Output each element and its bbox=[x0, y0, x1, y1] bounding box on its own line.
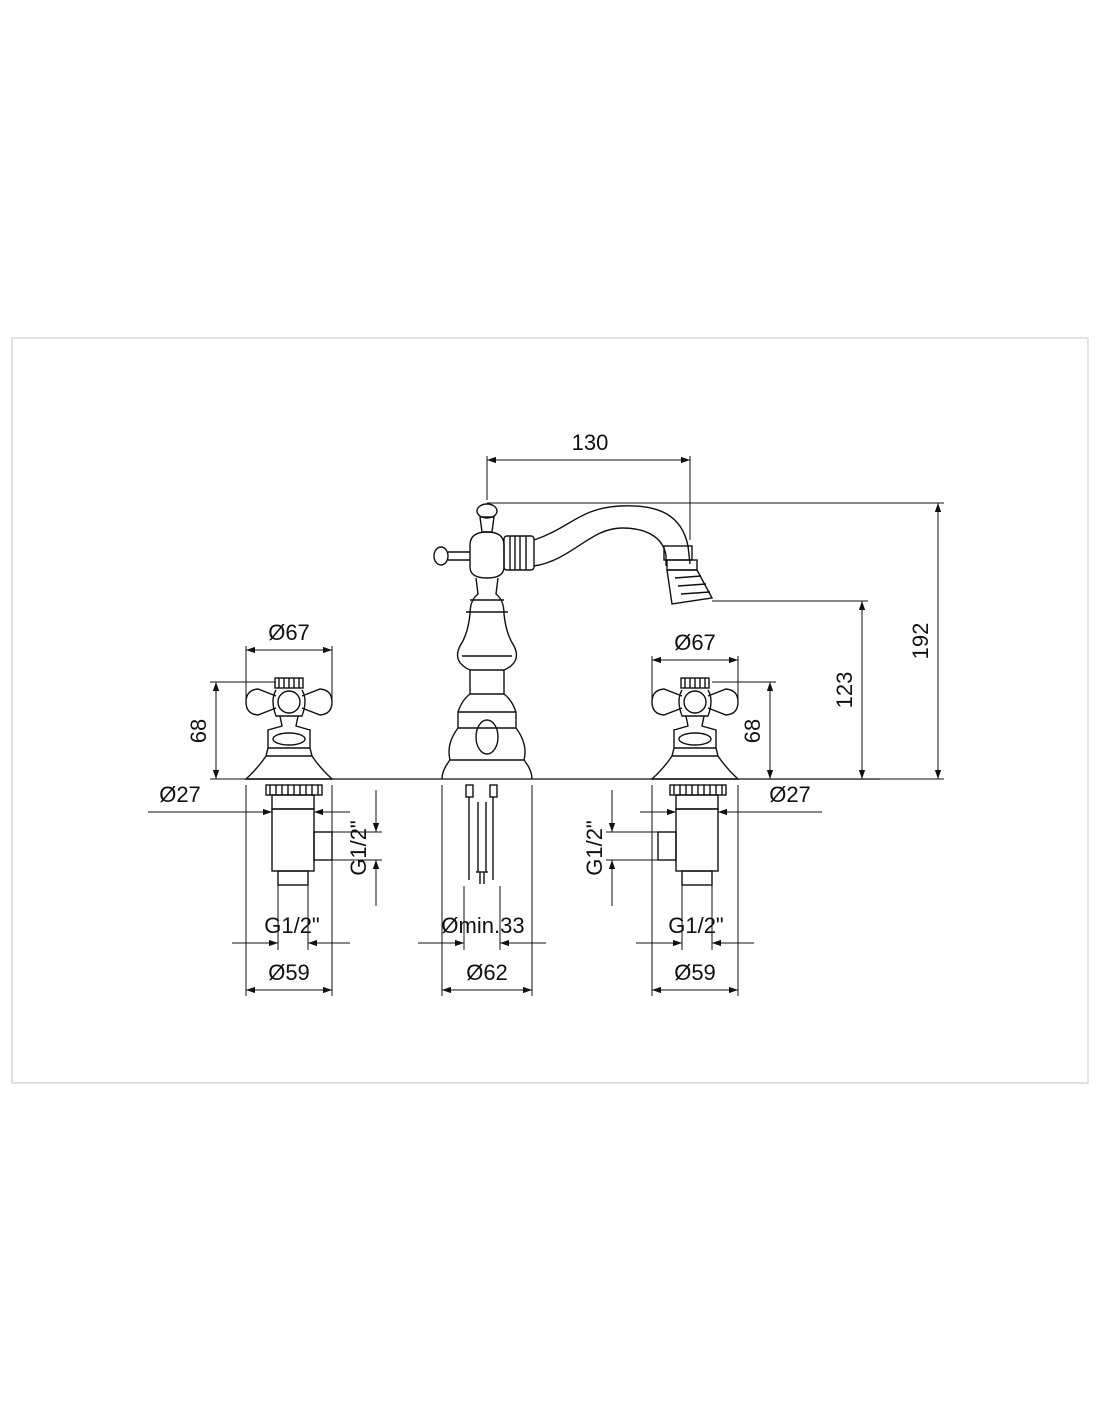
hole-min-diameter-label: Ømin.33 bbox=[441, 913, 524, 938]
spout-height-label: 123 bbox=[832, 672, 857, 709]
right-handle-height-label: 68 bbox=[740, 719, 765, 743]
right-outlet-thread-label: G1/2" bbox=[582, 820, 607, 876]
right-shank-diameter-label: Ø27 bbox=[769, 782, 811, 807]
left-handle-height-label: 68 bbox=[186, 719, 211, 743]
left-outlet-thread-label: G1/2" bbox=[346, 820, 371, 876]
dimension-lines bbox=[148, 456, 944, 996]
left-bottom-thread-label: G1/2" bbox=[264, 913, 320, 938]
right-handle-diameter-label: Ø67 bbox=[674, 630, 716, 655]
left-shank-diameter-label: Ø27 bbox=[159, 782, 201, 807]
left-valve bbox=[244, 677, 334, 886]
drawing-frame bbox=[11, 337, 1089, 1084]
right-valve bbox=[650, 677, 740, 886]
left-base-diameter-label: Ø59 bbox=[268, 960, 310, 985]
spout-body bbox=[433, 503, 714, 884]
left-handle-diameter-label: Ø67 bbox=[268, 620, 310, 645]
spout-reach-label: 130 bbox=[572, 430, 609, 455]
right-base-diameter-label: Ø59 bbox=[674, 960, 716, 985]
total-height-label: 192 bbox=[908, 623, 933, 660]
spout-base-diameter-label: Ø62 bbox=[466, 960, 508, 985]
right-bottom-thread-label: G1/2" bbox=[668, 913, 724, 938]
